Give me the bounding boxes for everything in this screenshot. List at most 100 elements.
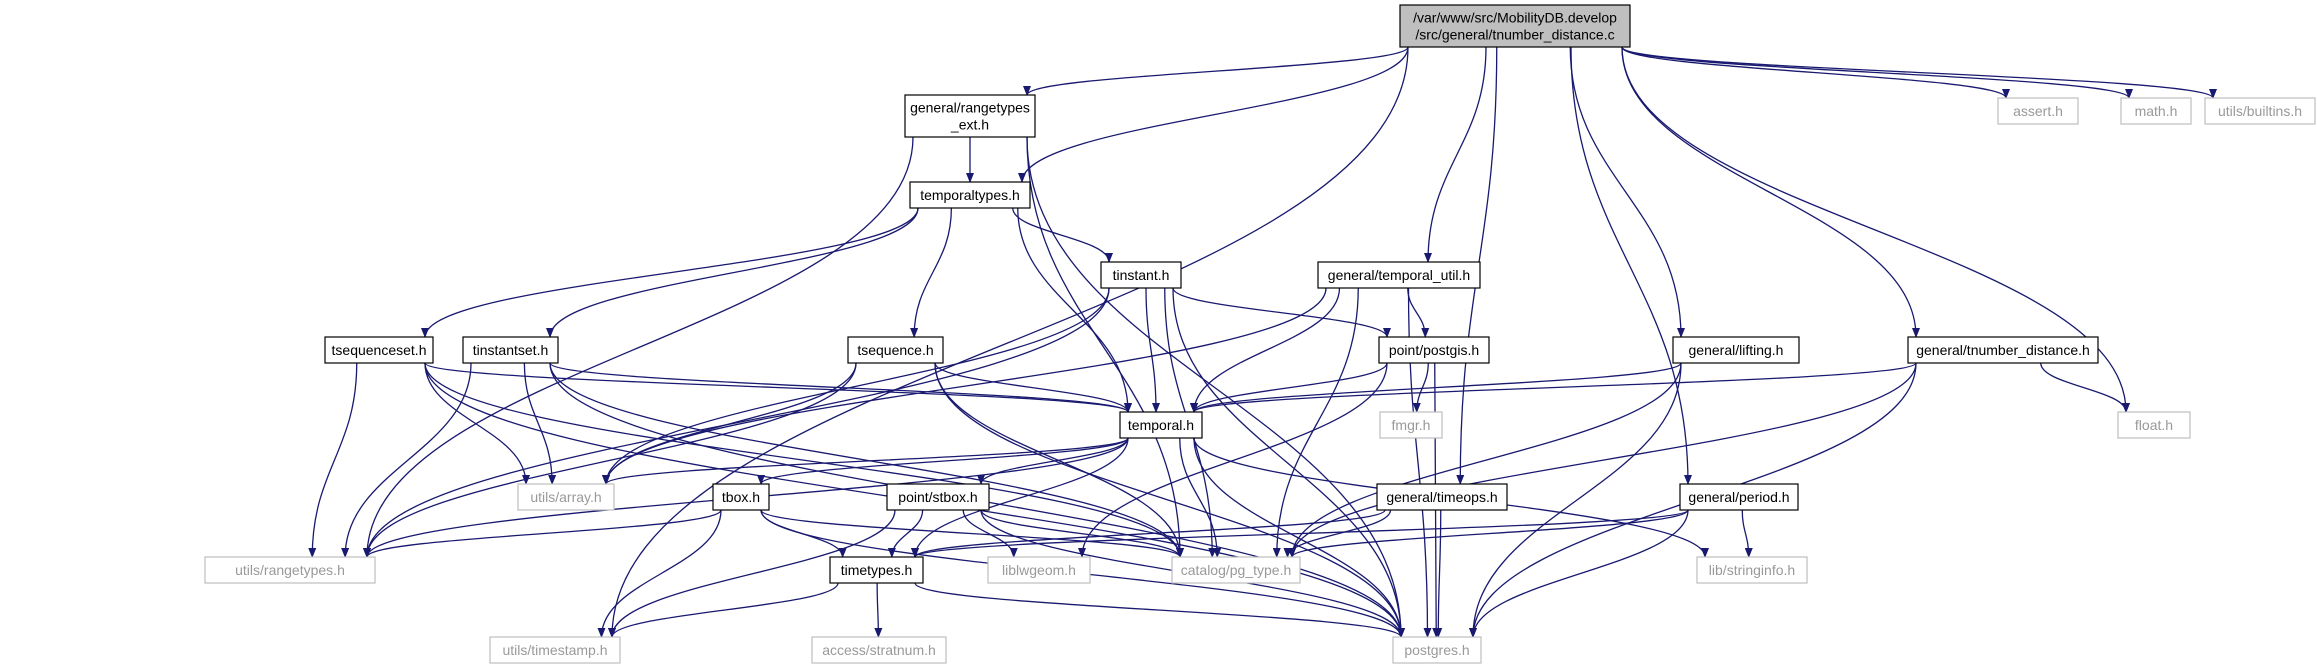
node-math: math.h <box>2120 97 2192 125</box>
edge-temporal_util-to-array <box>602 287 1327 485</box>
edge-temporal-to-array <box>602 437 1129 485</box>
node-box <box>204 556 376 584</box>
edge-tsequenceset-to-temporal <box>424 362 1132 413</box>
node-box <box>829 556 924 584</box>
edge-tsequence-to-array <box>602 362 857 485</box>
edge-period-to-stringinfo <box>1741 509 1753 558</box>
node-timeops[interactable]: general/timeops.h <box>1376 483 1508 511</box>
edge-tnumber_distance-to-pg_type <box>1288 362 1917 558</box>
node-box <box>1679 483 1799 511</box>
node-label: access/stratnum.h <box>822 642 936 658</box>
node-label: general/period.h <box>1688 489 1789 505</box>
node-postgis[interactable]: point/postgis.h <box>1378 336 1490 364</box>
node-tsequenceset[interactable]: tsequenceset.h <box>324 336 434 364</box>
edge-tnumber_distance-to-float <box>2040 362 2130 413</box>
node-tsequence[interactable]: tsequence.h <box>847 336 944 364</box>
edge-root-to-rangetypes_ext <box>1023 46 1409 96</box>
node-label: float.h <box>2135 417 2173 433</box>
node-box <box>886 483 990 511</box>
node-box <box>1378 336 1490 364</box>
node-label: /src/general/tnumber_distance.c <box>1415 27 1614 43</box>
edge-temporal_util-to-pg_type <box>1272 287 1359 558</box>
node-box <box>2117 411 2191 439</box>
node-tnumber-distance[interactable]: general/tnumber_distance.h <box>1907 336 2099 364</box>
node-float: float.h <box>2117 411 2191 439</box>
edge-root-to-assert <box>1621 46 2010 99</box>
node-box <box>1997 97 2079 125</box>
edge-root-to-temporaltypes <box>1018 46 1409 183</box>
node-label: general/timeops.h <box>1386 489 1497 505</box>
node-stratnum: access/stratnum.h <box>811 636 947 664</box>
node-rangetypes-ext[interactable]: general/rangetypes_ext.h <box>904 94 1036 138</box>
edge-rangetypes_ext-to-pg_type <box>1026 136 1184 558</box>
node-box <box>904 94 1036 138</box>
node-rangetypes: utils/rangetypes.h <box>204 556 376 584</box>
edge-root-to-builtins <box>1621 46 2217 99</box>
edge-tbox-to-timestamp <box>597 509 722 638</box>
nodes-layer: /var/www/src/MobilityDB.develop/src/gene… <box>204 4 2316 664</box>
edge-root-to-math <box>1621 46 2133 99</box>
node-fmgr: fmgr.h <box>1379 411 1443 439</box>
edge-timeops-to-timetypes <box>911 509 1386 558</box>
node-box <box>1376 483 1508 511</box>
edge-temporal-to-timetypes <box>911 437 1129 558</box>
edge-postgis-to-fmgr <box>1412 362 1429 413</box>
node-tbox[interactable]: tbox.h <box>712 483 770 511</box>
node-box <box>2204 97 2316 125</box>
node-label: timetypes.h <box>841 562 913 578</box>
node-label: point/stbox.h <box>898 489 977 505</box>
node-stbox[interactable]: point/stbox.h <box>886 483 990 511</box>
edge-period-to-timetypes <box>911 509 1689 558</box>
edge-temporal_util-to-postgis <box>1407 287 1430 338</box>
edge-tinstant-to-postgres <box>1172 287 1405 638</box>
node-box <box>1907 336 2099 364</box>
edge-tbox-to-pg_type <box>760 509 1184 558</box>
node-array: utils/array.h <box>517 483 615 511</box>
node-label: tsequence.h <box>857 342 933 358</box>
node-box <box>2120 97 2192 125</box>
node-temporal[interactable]: temporal.h <box>1119 411 1203 439</box>
edge-rangetypes_ext-to-postgres <box>1026 136 1405 638</box>
edge-tinstantset-to-array <box>523 362 557 485</box>
edge-temporal-to-tbox <box>757 437 1129 485</box>
edge-timetypes-to-stratnum <box>874 582 883 638</box>
edge-tsequenceset-to-rangetypes <box>308 362 358 558</box>
edge-tnumber_distance-to-temporal <box>1190 362 1917 413</box>
node-stringinfo: lib/stringinfo.h <box>1696 556 1808 584</box>
node-period[interactable]: general/period.h <box>1679 483 1799 511</box>
edge-period-to-pg_type <box>1288 509 1689 558</box>
node-label: utils/timestamp.h <box>502 642 607 658</box>
edge-temporal-to-postgres <box>1193 437 1405 638</box>
node-timetypes[interactable]: timetypes.h <box>829 556 924 584</box>
edge-lifting-to-temporal <box>1190 362 1682 413</box>
node-label: general/temporal_util.h <box>1328 267 1470 283</box>
node-box <box>712 483 770 511</box>
node-builtins: utils/builtins.h <box>2204 97 2316 125</box>
node-tinstant[interactable]: tinstant.h <box>1100 261 1182 289</box>
node-temporaltypes[interactable]: temporaltypes.h <box>909 181 1031 209</box>
node-box <box>517 483 615 511</box>
edge-temporaltypes-to-tsequence <box>910 207 953 338</box>
edge-lifting-to-postgres <box>1469 362 1682 638</box>
node-label: tinstantset.h <box>473 342 549 358</box>
node-temporal-util[interactable]: general/temporal_util.h <box>1317 261 1481 289</box>
node-label: fmgr.h <box>1392 417 1431 433</box>
node-box <box>1100 261 1182 289</box>
node-box <box>1399 4 1631 48</box>
node-root[interactable]: /var/www/src/MobilityDB.develop/src/gene… <box>1399 4 1631 48</box>
edge-postgis-to-temporal <box>1190 362 1388 413</box>
node-label: math.h <box>2135 103 2178 119</box>
node-label: utils/array.h <box>530 489 601 505</box>
node-label: lib/stringinfo.h <box>1709 562 1795 578</box>
node-box <box>811 636 947 664</box>
edge-tinstant-to-temporal <box>1145 287 1160 413</box>
node-lifting[interactable]: general/lifting.h <box>1672 336 1800 364</box>
node-box <box>987 556 1091 584</box>
node-label: general/rangetypes <box>910 100 1030 116</box>
node-tinstantset[interactable]: tinstantset.h <box>462 336 559 364</box>
edge-timetypes-to-timestamp <box>608 582 839 638</box>
edge-tinstantset-to-pg_type <box>549 362 1184 558</box>
node-label: postgres.h <box>1404 642 1469 658</box>
node-box <box>489 636 621 664</box>
